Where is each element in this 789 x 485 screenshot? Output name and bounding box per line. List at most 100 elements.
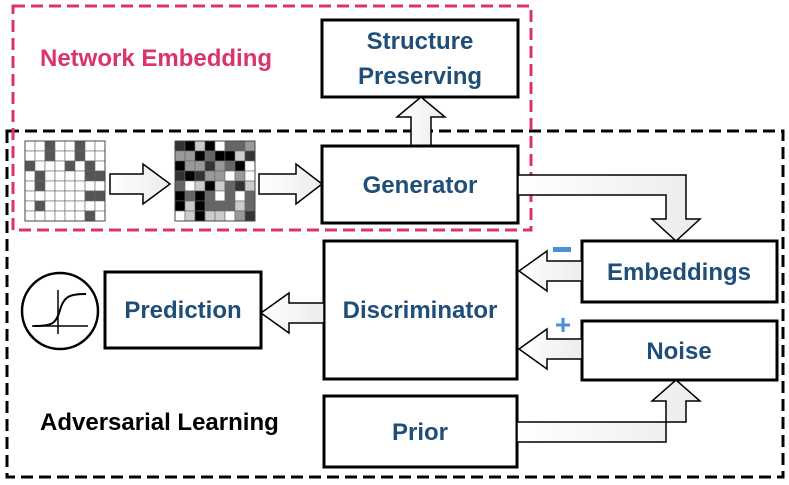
- matrix-cell: [214, 190, 226, 202]
- matrix-cell: [194, 200, 206, 212]
- matrix-cell: [94, 150, 106, 162]
- matrix-cell: [234, 180, 246, 192]
- adversarial-learning-label: Adversarial Learning: [40, 409, 279, 436]
- matrix-cell: [54, 150, 66, 162]
- network-embedding-label: Network Embedding: [40, 45, 272, 72]
- noise-box: [580, 319, 779, 382]
- matrix-cell: [224, 160, 236, 172]
- matrix-cell: [44, 160, 56, 172]
- matrix-cell: [84, 160, 96, 172]
- matrix-cell: [44, 190, 56, 202]
- matrix-cell: [84, 180, 96, 192]
- matrix-cell: [174, 190, 186, 202]
- matrix-cell: [84, 190, 96, 202]
- matrix-cell: [74, 170, 86, 182]
- matrix-cell: [174, 150, 186, 162]
- generator-to-embeddings-arrow: [517, 174, 702, 243]
- matrix-cell: [64, 190, 76, 202]
- matrix-cell: [204, 210, 216, 222]
- matrix-cell: [224, 180, 236, 192]
- discriminator-box: [322, 239, 519, 381]
- matrix-cell: [44, 150, 56, 162]
- matrix-cell: [234, 210, 246, 222]
- matrix-cell: [184, 160, 196, 172]
- generator-label: Generator: [363, 172, 478, 199]
- matrix-cell: [194, 170, 206, 182]
- adversarial-learning-region: [5, 129, 785, 479]
- matrix-cell: [54, 170, 66, 182]
- matrix-cell: [244, 190, 256, 202]
- matrix-cell: [64, 200, 76, 212]
- matrix-cell: [204, 180, 216, 192]
- matrix-cell: [174, 200, 186, 212]
- matrix-cell: [174, 210, 186, 222]
- matrix-cell: [54, 190, 66, 202]
- matrix-cell: [34, 160, 46, 172]
- matrix-cell: [44, 170, 56, 182]
- matrix-cell: [24, 150, 36, 162]
- matrix-cell: [204, 150, 216, 162]
- matrix-cell: [234, 170, 246, 182]
- matrix-cell: [34, 200, 46, 212]
- matrix-cell: [94, 140, 106, 152]
- matrix-to-generator-arrow: [258, 162, 324, 206]
- structure-preserving-label-line2: Preserving: [358, 63, 482, 90]
- prior-box: [322, 394, 519, 469]
- matrix-cell: [84, 170, 96, 182]
- matrix-cell: [74, 150, 86, 162]
- matrix-cell: [54, 160, 66, 172]
- matrix-cell: [94, 200, 106, 212]
- embeddings-to-discriminator-arrow: [517, 249, 583, 293]
- embeddings-label: Embeddings: [607, 259, 751, 286]
- noise-to-discriminator-arrow: [517, 327, 583, 371]
- matrix-cell: [194, 210, 206, 222]
- matrix-cell: [184, 150, 196, 162]
- matrix-cell: [194, 160, 206, 172]
- matrix-cell: [234, 150, 246, 162]
- matrix-cell: [224, 150, 236, 162]
- network-embedding-region: [11, 4, 533, 232]
- matrix-cell: [94, 190, 106, 202]
- matrix-cell: [234, 190, 246, 202]
- matrix-cell: [234, 140, 246, 152]
- matrix-cell: [244, 170, 256, 182]
- matrix-cell: [194, 150, 206, 162]
- prior-label: Prior: [392, 419, 448, 446]
- matrix-cell: [224, 140, 236, 152]
- dense-grayscale-matrix-icon: [174, 140, 256, 222]
- matrix-cell: [184, 180, 196, 192]
- matrix-cell: [244, 180, 256, 192]
- noise-label: Noise: [646, 338, 711, 365]
- matrix-cell: [174, 180, 186, 192]
- negative-sample-sign: [553, 247, 571, 252]
- matrix-cell: [74, 140, 86, 152]
- matrix-cell: [54, 210, 66, 222]
- matrix-cell: [224, 210, 236, 222]
- matrix-cell: [84, 150, 96, 162]
- discriminator-to-prediction-arrow: [259, 291, 325, 335]
- structure-preserving-box: [320, 18, 520, 99]
- matrix-cell: [24, 210, 36, 222]
- matrix-cell: [184, 200, 196, 212]
- matrix-cell: [214, 160, 226, 172]
- matrix-cell: [94, 210, 106, 222]
- matrix-cell: [244, 140, 256, 152]
- matrix-cell: [24, 140, 36, 152]
- matrix-cell: [34, 140, 46, 152]
- matrix-cell: [204, 160, 216, 172]
- matrix-cell: [34, 180, 46, 192]
- matrix-cell: [94, 170, 106, 182]
- matrix-cell: [94, 160, 106, 172]
- matrix-cell: [34, 170, 46, 182]
- matrix-cell: [194, 180, 206, 192]
- structure-preserving-label-line1: Structure: [367, 28, 474, 55]
- matrix-cell: [244, 150, 256, 162]
- matrix-cell: [224, 200, 236, 212]
- matrix-cell: [204, 140, 216, 152]
- matrix-cell: [64, 210, 76, 222]
- matrix-cell: [64, 140, 76, 152]
- matrix-cell: [244, 210, 256, 222]
- matrix-cell: [84, 140, 96, 152]
- matrix-cell: [234, 160, 246, 172]
